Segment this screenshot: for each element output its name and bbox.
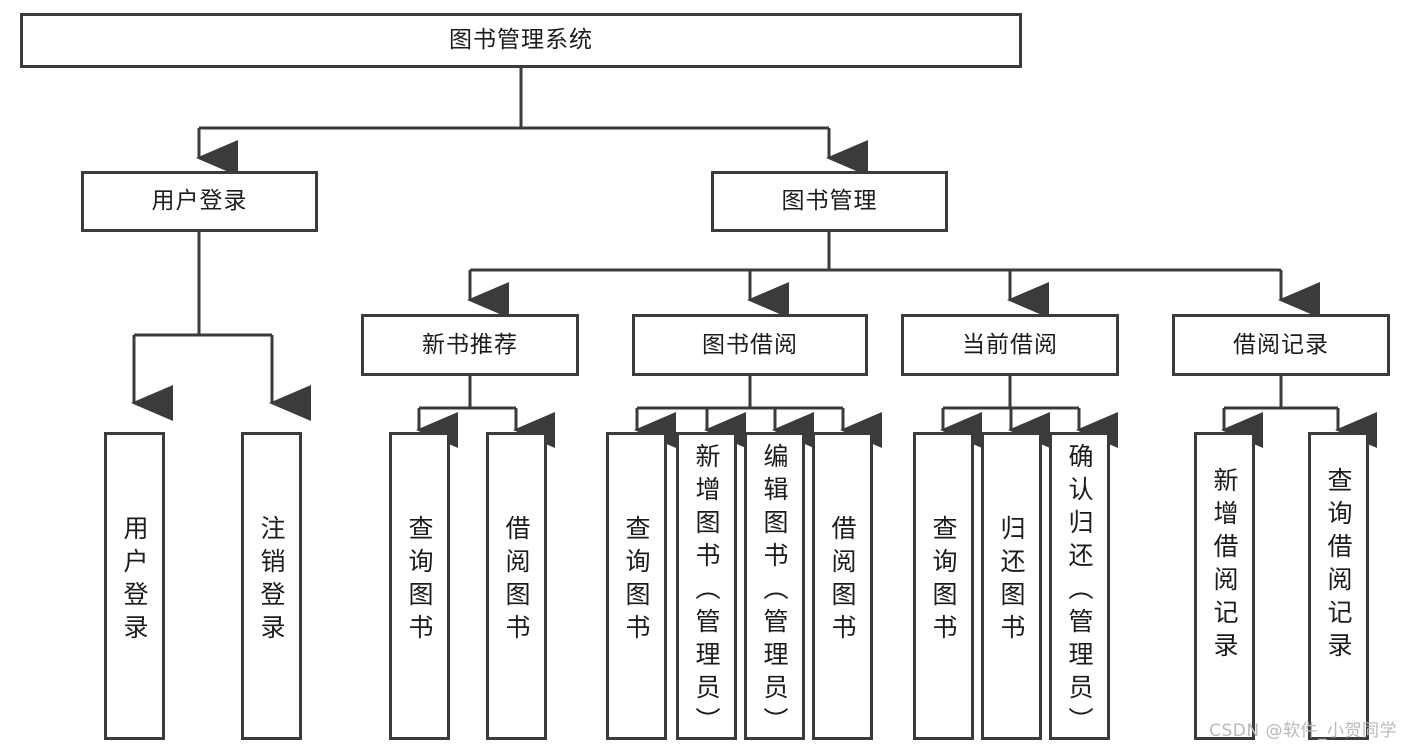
leaf-query-book-recommend[interactable]: 查询图书: [389, 432, 450, 740]
node-label: 查询借阅记录: [1324, 467, 1353, 665]
leaf-query-borrow-record[interactable]: 查询借阅记录: [1308, 432, 1369, 740]
leaf-query-book-current[interactable]: 查询图书: [913, 432, 974, 740]
node-label: 确认归还（管理员）: [1065, 443, 1094, 740]
node-label: 新书推荐: [422, 331, 518, 358]
node-label: 查询图书: [622, 515, 651, 647]
node-label: 图书管理: [781, 188, 878, 215]
node-user-login[interactable]: 用户登录: [81, 171, 318, 232]
node-label: 借阅记录: [1233, 331, 1329, 358]
node-label: 新增图书（管理员）: [692, 443, 721, 740]
watermark-text: CSDN @软件_小贺同学: [1209, 721, 1397, 741]
leaf-add-borrow-record[interactable]: 新增借阅记录: [1194, 432, 1255, 740]
leaf-edit-book-admin[interactable]: 编辑图书（管理员）: [744, 432, 805, 740]
node-label: 编辑图书（管理员）: [760, 443, 789, 740]
node-label: 新增借阅记录: [1210, 467, 1239, 665]
node-new-book-recommend[interactable]: 新书推荐: [361, 314, 579, 376]
node-label: 当前借阅: [962, 331, 1058, 358]
node-label: 图书管理系统: [449, 27, 593, 54]
node-borrow-record[interactable]: 借阅记录: [1172, 314, 1390, 376]
node-label: 查询图书: [405, 515, 434, 647]
node-current-borrow[interactable]: 当前借阅: [901, 314, 1119, 376]
leaf-add-book-admin[interactable]: 新增图书（管理员）: [676, 432, 737, 740]
node-label: 用户登录: [151, 188, 248, 215]
node-label: 借阅图书: [828, 515, 857, 647]
leaf-borrow-book-recommend[interactable]: 借阅图书: [486, 432, 547, 740]
node-label: 借阅图书: [502, 515, 531, 647]
node-book-borrow[interactable]: 图书借阅: [632, 314, 868, 376]
node-label: 用户登录: [120, 515, 149, 647]
node-book-management[interactable]: 图书管理: [711, 171, 948, 232]
node-root-system[interactable]: 图书管理系统: [20, 13, 1022, 68]
leaf-query-book-borrow[interactable]: 查询图书: [606, 432, 667, 740]
leaf-confirm-return-admin[interactable]: 确认归还（管理员）: [1049, 432, 1110, 740]
leaf-borrow-book[interactable]: 借阅图书: [812, 432, 873, 740]
node-label: 归还图书: [997, 515, 1026, 647]
leaf-return-book[interactable]: 归还图书: [981, 432, 1042, 740]
node-label: 注销登录: [257, 515, 286, 647]
node-label: 图书借阅: [702, 331, 798, 358]
leaf-user-logout[interactable]: 注销登录: [241, 432, 302, 740]
leaf-user-login[interactable]: 用户登录: [104, 432, 165, 740]
node-label: 查询图书: [929, 515, 958, 647]
